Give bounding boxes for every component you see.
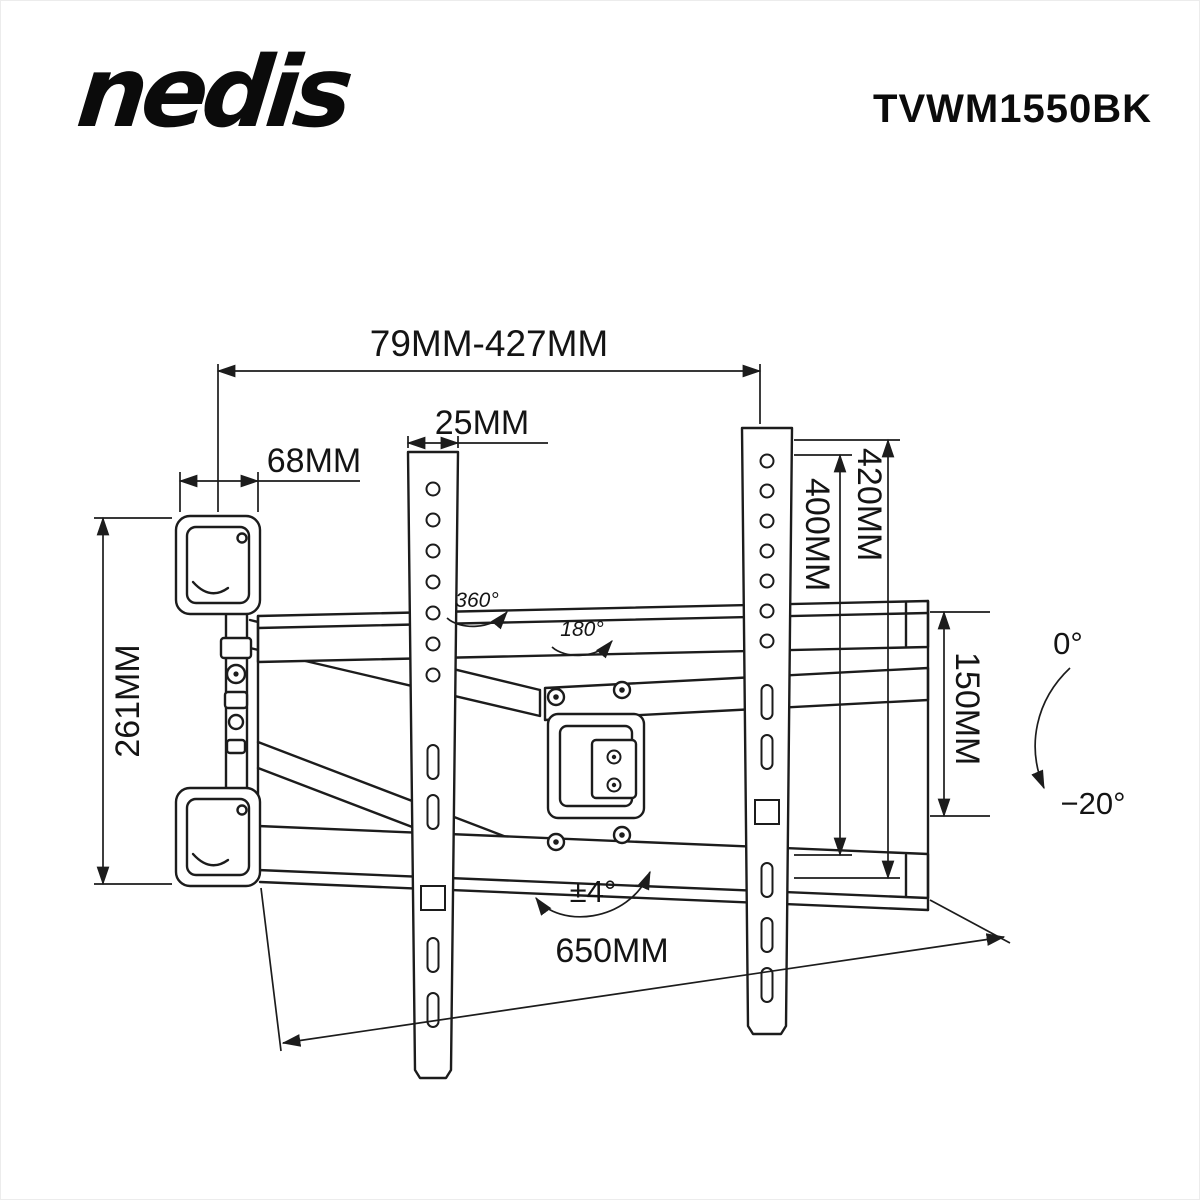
dim-vesa-height-label: 400MM xyxy=(798,478,836,591)
angle-swivel-360-label: 360° xyxy=(455,589,498,612)
dim-rail-hole-width-label: 25MM xyxy=(435,404,529,442)
tilt-range-arrow xyxy=(1031,667,1071,790)
vesa-rail-right xyxy=(740,426,794,1036)
dim-wall-plate-width-label: 68MM xyxy=(267,442,361,480)
dim-extension-range-label: 79MM-427MM xyxy=(370,323,609,364)
dim-vesa-height: 400MM xyxy=(794,453,852,857)
dim-rail-hole-width: 25MM xyxy=(406,404,548,450)
middle-rail xyxy=(543,666,930,722)
level-adjust-arrow xyxy=(535,870,651,918)
angle-annotations: 360° 180° ±4° 0° −20° xyxy=(446,589,1126,918)
dim-frame-width-label: 650MM xyxy=(555,932,668,970)
dim-wall-plate-height: 261MM xyxy=(94,516,172,886)
angle-tilt-max-label: −20° xyxy=(1061,786,1126,821)
swivel-360-arrow xyxy=(446,610,508,630)
mounting-screws xyxy=(546,680,632,852)
dim-wall-plate-width: 68MM xyxy=(178,442,361,512)
dim-rail-length: 420MM xyxy=(794,438,900,880)
dim-frame-height: 150MM xyxy=(930,610,990,818)
wall-mount-drawing xyxy=(174,426,930,1080)
arm-hinge xyxy=(219,636,253,755)
angle-level-adjust-label: ±4° xyxy=(570,874,617,909)
brand-logo: nedis xyxy=(72,36,356,150)
model-number: TVWM1550BK xyxy=(873,87,1152,131)
angle-tilt-min-label: 0° xyxy=(1053,626,1083,661)
dim-wall-plate-height-label: 261MM xyxy=(109,644,147,757)
swivel-180-arrow xyxy=(551,639,613,659)
wall-plate-upper xyxy=(174,514,262,616)
header: nedis TVWM1550BK xyxy=(72,36,1152,150)
angle-swivel-180-label: 180° xyxy=(560,618,603,641)
dim-frame-width: 650MM xyxy=(260,887,1011,1052)
dim-rail-length-label: 420MM xyxy=(850,448,888,561)
vesa-rail-left xyxy=(406,450,460,1080)
dimension-annotations: 79MM-427MM 25MM 68MM 261MM 400MM xyxy=(94,323,1011,1052)
vesa-adapter-plate xyxy=(546,712,646,820)
dim-frame-height-label: 150MM xyxy=(948,652,986,765)
wall-plate-lower xyxy=(174,786,262,888)
